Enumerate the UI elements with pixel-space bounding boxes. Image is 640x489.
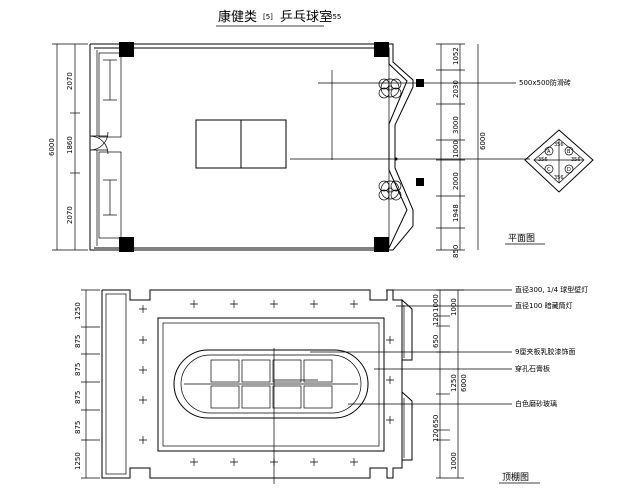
ceiling-left-dim-4: 875 <box>74 391 82 404</box>
ceiling-note-1: 直径300, 1/4 球型壁灯 <box>515 285 588 294</box>
tile-letter-a: A <box>547 149 551 155</box>
floor-right-dim-4: 1000 <box>452 140 460 158</box>
ceiling-left-dim-6: 1250 <box>74 452 82 470</box>
ceiling-right-dim-8: 1000 <box>450 452 458 470</box>
ceiling-panel <box>157 317 385 452</box>
ceiling-right-dim-4: 1000 <box>450 298 458 316</box>
floor-left-dimensions: 2070 1860 2070 6000 <box>48 43 88 251</box>
ping-pong-table <box>195 119 287 169</box>
floor-plan-walls <box>89 43 414 251</box>
ceiling-right-dimensions: 1000 120 650 1000 1250 650 120 1000 6000 <box>432 289 468 479</box>
floor-right-dim-2: 2030 <box>452 80 460 98</box>
ceiling-right-dim-6: 650 <box>432 415 440 428</box>
floor-note: 500x500防滑砖 <box>519 78 571 87</box>
floor-section-dot <box>394 157 398 161</box>
tile-label-4: 356 <box>554 175 564 181</box>
ceiling-left-dimensions: 1250 875 875 875 875 1250 <box>74 289 100 479</box>
column-bottom-right <box>374 237 389 252</box>
column-mid-lower <box>416 178 424 186</box>
title-block: 康健类 [5] 乒乓球室 355 <box>216 9 341 27</box>
ceiling-oval-feature <box>173 349 369 419</box>
floor-right-dimensions: 1052 2030 3000 1000 2000 1948 850 6000 <box>436 43 487 258</box>
plant-upper <box>378 78 402 99</box>
title-number: [5] <box>263 13 273 21</box>
floor-right-dim-5: 2000 <box>452 172 460 190</box>
tile-label-2: 356 <box>571 157 581 163</box>
ceiling-note-4: 穿孔石膏板 <box>515 364 550 373</box>
ceiling-right-total: 6000 <box>460 374 468 392</box>
ceiling-note-5: 白色磨砂玻璃 <box>515 399 557 408</box>
ceiling-notes: 直径300, 1/4 球型壁灯 直径100 暗藏筒灯 9厘夹板乳胶漆饰面 穿孔石… <box>310 285 588 408</box>
double-door <box>89 131 109 155</box>
wall-light-fixtures <box>401 298 413 461</box>
tile-label-3: 356 <box>554 142 564 148</box>
ceiling-right-dim-7: 120 <box>432 429 440 442</box>
floor-plan: 500x500防滑砖 2070 1860 2070 6000 <box>48 42 594 258</box>
floor-left-dim-3: 2070 <box>66 206 74 224</box>
ceiling-outline <box>101 289 403 479</box>
title-name: 乒乓球室 <box>280 9 332 25</box>
floor-plan-caption: 平面图 <box>508 233 535 244</box>
tile-letter-d: D <box>567 167 571 173</box>
ceiling-left-dim-3: 875 <box>74 363 82 376</box>
ceiling-right-dim-2: 120 <box>432 313 440 326</box>
ceiling-downlights <box>139 300 394 466</box>
floor-right-total: 6000 <box>479 132 487 150</box>
floor-right-dim-7: 850 <box>452 245 460 258</box>
column-bottom-left <box>119 237 134 252</box>
plant-lower <box>378 180 402 201</box>
ceiling-left-dim-1: 1250 <box>74 302 82 320</box>
tile-label-1: 356 <box>538 157 548 163</box>
column-top-left <box>119 42 134 57</box>
floor-left-total: 6000 <box>48 138 56 156</box>
floor-left-dim-1: 2070 <box>66 72 74 90</box>
ceiling-right-dim-5: 1250 <box>450 374 458 392</box>
title-code: 355 <box>328 13 341 21</box>
floor-right-dim-1: 1052 <box>452 47 460 65</box>
ceiling-plan: 直径300, 1/4 球型壁灯 直径100 暗藏筒灯 9厘夹板乳胶漆饰面 穿孔石… <box>74 285 588 484</box>
tile-pattern-detail: A B C D 356 356 356 356 <box>524 129 594 193</box>
tile-letter-c: C <box>547 167 551 173</box>
floor-right-dim-6: 1948 <box>452 204 460 222</box>
ceiling-right-dim-1: 1000 <box>432 294 440 312</box>
floor-left-dim-2: 1860 <box>66 136 74 154</box>
ceiling-note-3: 9厘夹板乳胶漆饰面 <box>515 347 575 356</box>
tile-letter-b: B <box>567 149 571 155</box>
floor-right-dim-3: 3000 <box>452 116 460 134</box>
ceiling-plan-caption: 顶棚图 <box>502 471 529 483</box>
column-top-right <box>374 42 389 57</box>
title-category: 康健类 <box>218 9 257 25</box>
ceiling-note-2: 直径100 暗藏筒灯 <box>515 301 573 310</box>
ceiling-left-dim-2: 875 <box>74 335 82 348</box>
ceiling-left-dim-5: 875 <box>74 421 82 434</box>
ceiling-right-dim-3: 650 <box>432 335 440 348</box>
